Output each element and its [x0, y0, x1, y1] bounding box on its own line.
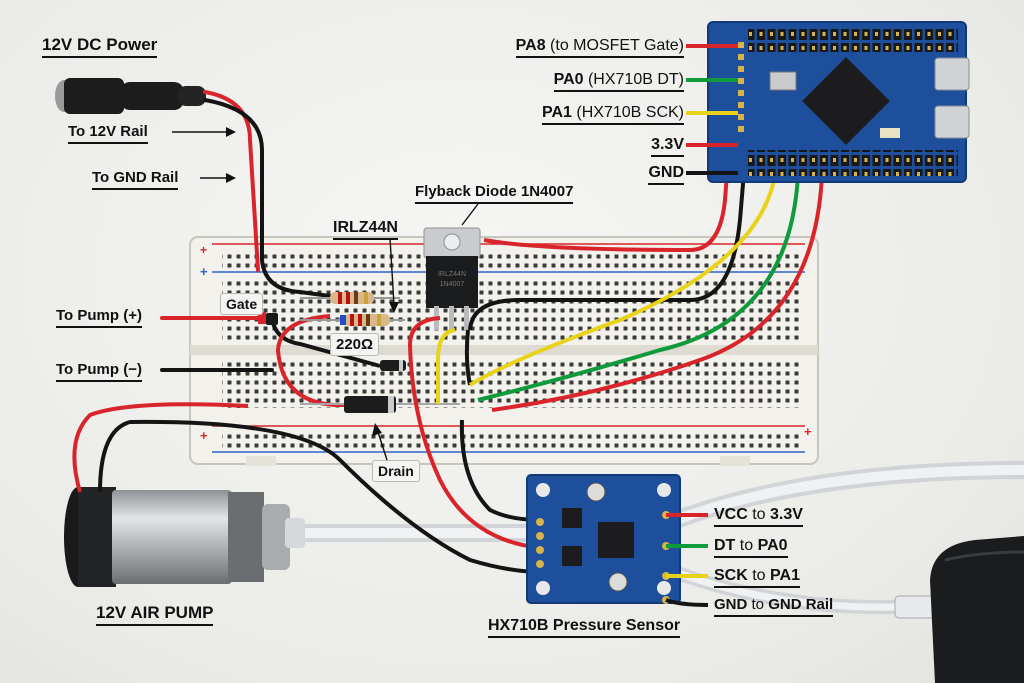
- sensor-pin-label-gnd: GND to GND Rail: [714, 596, 834, 617]
- to-pump-negative-label: To Pump (−): [56, 361, 142, 382]
- mosfet-marking-2: 1N4007: [440, 281, 465, 288]
- svg-text:+: +: [804, 424, 812, 439]
- sensor-pin-label-sck: SCK to PA1: [714, 567, 800, 588]
- air-pump: [64, 487, 305, 587]
- sensor-board: [526, 474, 681, 604]
- flyback-diode: [300, 360, 460, 413]
- drain-label: Drain: [372, 460, 420, 482]
- svg-text:+: +: [200, 264, 208, 279]
- svg-text:+: +: [200, 428, 208, 443]
- power-label: 12V DC Power: [42, 35, 158, 58]
- sensor-label: HX710B Pressure Sensor: [488, 617, 681, 638]
- flyback-diode-label: Flyback Diode 1N4007: [415, 183, 574, 204]
- sensor-pin-label-dt: DT to PA0: [714, 537, 788, 558]
- mcu-pin-label-pa8: PA8 (to MOSFET Gate): [515, 37, 684, 58]
- mcu-pin-label-pa0: PA0 (HX710B DT): [553, 71, 684, 92]
- resistor: [300, 292, 405, 326]
- mosfet-label: IRLZ44N: [333, 219, 398, 240]
- sensor-pin-label-vcc: VCC to 3.3V: [714, 506, 803, 527]
- mcu-pin-label-gnd: GND: [648, 164, 684, 185]
- dc-jack: [55, 78, 206, 114]
- to-pump-positive-label: To Pump (+): [56, 307, 142, 328]
- mcu-board: [707, 21, 970, 183]
- mosfet-marking-1: IRLZ44N: [438, 271, 466, 278]
- to-12v-rail-label: To 12V Rail: [68, 123, 148, 144]
- breadboard: + + + +: [189, 236, 819, 466]
- pump-label: 12V AIR PUMP: [96, 603, 214, 626]
- cuff: [930, 536, 1024, 683]
- svg-text:+: +: [200, 243, 207, 257]
- resistor-label: 220Ω: [330, 333, 380, 356]
- mosfet: IRLZ44N 1N4007: [423, 227, 481, 330]
- mcu-pin-label-3v3: 3.3V: [651, 136, 684, 157]
- gate-label: Gate: [220, 293, 264, 315]
- to-gnd-rail-label: To GND Rail: [92, 169, 179, 190]
- mcu-pin-label-pa1: PA1 (HX710B SCK): [542, 104, 684, 125]
